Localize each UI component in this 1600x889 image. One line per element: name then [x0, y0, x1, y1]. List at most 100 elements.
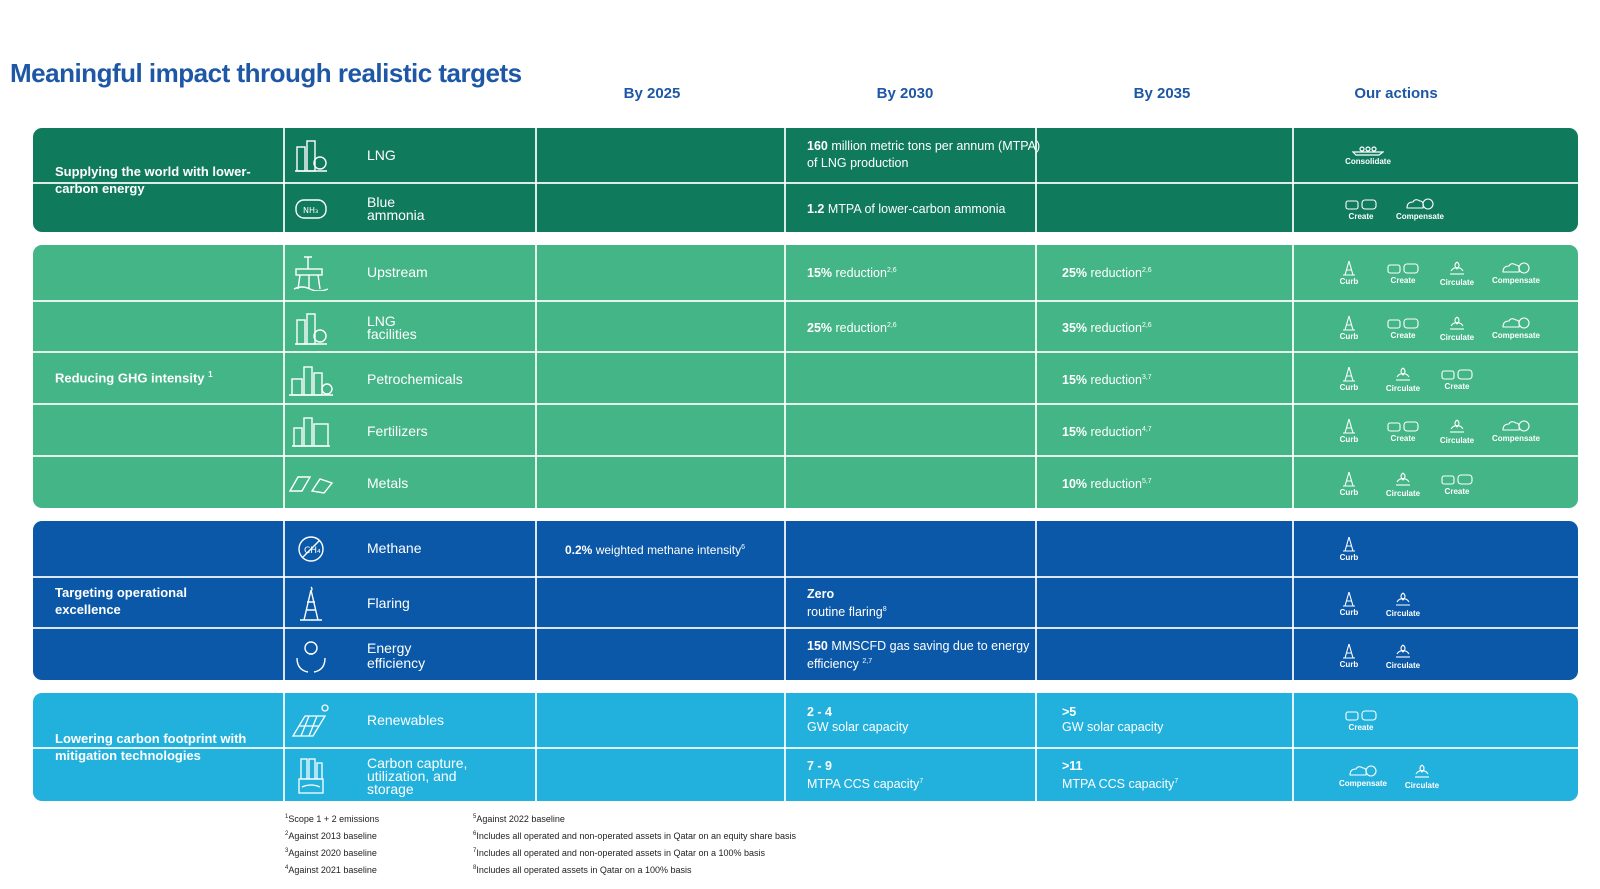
circulate-action: Circulate: [1378, 365, 1428, 393]
column-header-2025: By 2025: [623, 85, 681, 102]
row-label: Upstream: [367, 264, 428, 280]
row-label: Blue ammonia: [367, 194, 425, 223]
tower-icon: [1343, 418, 1355, 434]
recycle-icon: [1450, 419, 1464, 433]
compensate-icon: [1502, 420, 1530, 432]
tower-icon: [1343, 315, 1355, 331]
actions-cell: Curb Circulate: [1316, 629, 1576, 680]
curb-action: Curb: [1324, 643, 1374, 669]
actions-cell: Curb Circulate: [1316, 578, 1576, 629]
create-action: Create: [1432, 367, 1482, 391]
actions-cell: Curb Create Circulate Compensate: [1316, 245, 1576, 300]
create-action: Create: [1378, 261, 1428, 285]
circulate-action: Circulate: [1378, 590, 1428, 618]
actions-cell: Compensate Circulate: [1316, 749, 1576, 801]
row-fertilizers: Fertilizers 15% reduction4,7 Curb Create…: [33, 403, 1578, 457]
circulate-action: Circulate: [1378, 470, 1428, 498]
tower-icon: [1343, 536, 1355, 552]
curb-action: Curb: [1324, 315, 1374, 341]
row-methane: CH₄ Methane 0.2% weighted methane intens…: [33, 521, 1578, 576]
actions-cell: Curb: [1316, 521, 1576, 576]
create-action: Create: [1336, 197, 1386, 221]
footnote: 5Against 2022 baseline: [473, 814, 565, 824]
actions-cell: Curb Create Circulate Compensate: [1316, 302, 1576, 353]
actions-cell: Create: [1316, 693, 1576, 747]
curb-action: Curb: [1324, 418, 1374, 444]
curb-action: Curb: [1324, 471, 1374, 497]
target-2030: 160 million metric tons per annum (MTPA)…: [807, 139, 1041, 170]
lightbulb-hands-icon: [285, 629, 337, 680]
row-petrochemicals: Petrochemicals 15% reduction3,7 Curb Cir…: [33, 351, 1578, 405]
target-2030: 150 MMSCFD gas saving due to energy effi…: [807, 638, 1030, 672]
tower-icon: [1343, 591, 1355, 607]
compensate-icon: [1502, 261, 1530, 274]
consolidate-action: Consolidate: [1338, 144, 1398, 166]
column-header-2030: By 2030: [876, 85, 934, 102]
recycle-icon: [1396, 644, 1410, 658]
factory-icon: [285, 405, 337, 457]
recycle-icon: [1396, 367, 1410, 381]
target-2035: 15% reduction4,7: [1062, 425, 1152, 440]
ship-icon: [1352, 146, 1384, 156]
footnote: 8Includes all operated assets in Qatar o…: [473, 865, 692, 875]
row-label: Renewables: [367, 711, 445, 728]
row-lng: LNG 160 million metric tons per annum (M…: [33, 128, 1578, 182]
tower-icon: [1343, 260, 1355, 276]
footnote: 4Against 2021 baseline: [285, 865, 377, 875]
refinery-icon: [285, 353, 337, 405]
recycle-icon: [1450, 316, 1464, 330]
recycle-icon: [1415, 764, 1429, 778]
category-targeting: Targeting operational excellence: [55, 584, 187, 617]
target-2035: 15% reduction3,7: [1062, 373, 1152, 388]
lng-plant-icon: [285, 128, 337, 182]
footnote: 3Against 2020 baseline: [285, 848, 377, 858]
footnote: 7Includes all operated and non-operated …: [473, 848, 766, 858]
footnotes-left: 1Scope 1 + 2 emissions 2Against 2013 bas…: [285, 810, 379, 878]
oil-platform-icon: [285, 245, 337, 300]
row-label: Energy efficiency: [367, 639, 426, 671]
footnotes-right: 5Against 2022 baseline 6Includes all ope…: [473, 810, 796, 878]
curb-action: Curb: [1324, 366, 1374, 392]
compensate-action: Compensate: [1333, 764, 1393, 788]
create-action: Create: [1336, 708, 1386, 732]
band-reducing: Reducing GHG intensity 1 Upstream 15% re…: [33, 245, 1578, 508]
create-action: Create: [1378, 316, 1428, 340]
row-label: Flaring: [367, 595, 410, 611]
svg-text:NH₃: NH₃: [303, 206, 318, 215]
row-label: Carbon capture, utilization, and storage: [367, 754, 468, 797]
footnote: 1Scope 1 + 2 emissions: [285, 814, 380, 824]
row-label: Methane: [367, 540, 422, 556]
actions-cell: Curb Circulate Create: [1316, 353, 1576, 405]
create-icon: [1345, 199, 1377, 210]
compensate-action: Compensate: [1486, 316, 1546, 340]
tower-icon: [1343, 643, 1355, 659]
recycle-icon: [1396, 472, 1410, 486]
column-header-actions: Our actions: [1354, 85, 1438, 102]
target-2035: 25% reduction2,6: [1062, 266, 1152, 281]
create-icon: [1441, 369, 1473, 380]
curb-action: Curb: [1324, 536, 1374, 562]
column-header-2035: By 2035: [1133, 85, 1191, 102]
band-supplying: Supplying the world with lower-carbon en…: [33, 128, 1578, 232]
target-2030: 25% reduction2,6: [807, 321, 897, 336]
row-ammonia: NH₃ Blue ammonia 1.2 MTPA of lower-carbo…: [33, 182, 1578, 232]
circulate-action: Circulate: [1432, 259, 1482, 287]
solar-panel-icon: [285, 693, 337, 747]
curb-action: Curb: [1324, 260, 1374, 286]
row-lng-facilities: LNG facilities 25% reduction2,6 35% redu…: [33, 300, 1578, 353]
compensate-action: Compensate: [1486, 261, 1546, 285]
row-energy-efficiency: Energy efficiency 150 MMSCFD gas saving …: [33, 627, 1578, 680]
target-2025: 0.2% weighted methane intensity6: [565, 542, 746, 557]
create-icon: [1345, 710, 1377, 721]
row-label: Metals: [367, 475, 409, 491]
band-lowering: Lowering carbon footprint with mitigatio…: [33, 693, 1578, 801]
actions-cell: Create Compensate: [1316, 184, 1576, 232]
circulate-action: Circulate: [1432, 417, 1482, 445]
create-action: Create: [1432, 472, 1482, 496]
create-icon: [1387, 421, 1419, 432]
actions-cell: Consolidate: [1316, 128, 1576, 182]
